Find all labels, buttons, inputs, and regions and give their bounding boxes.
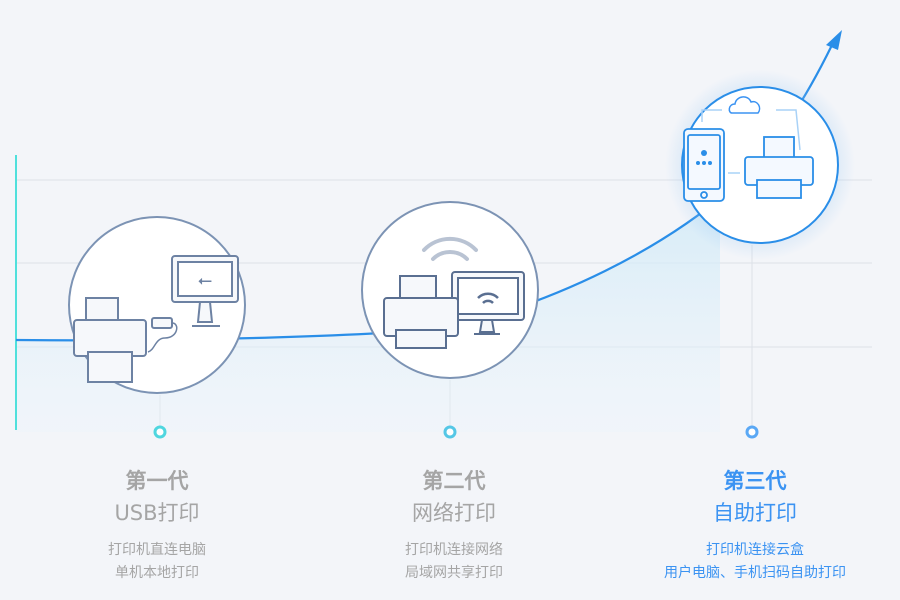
generation-desc: 单机本地打印 bbox=[115, 565, 199, 581]
generation-name: 网络打印 bbox=[412, 501, 496, 525]
generation-3: 第三代 自助打印 打印机连接云盒用户电脑、手机扫码自助打印 bbox=[605, 465, 900, 585]
usb-printer-icon: ⭠ bbox=[68, 216, 246, 394]
network-printer-icon bbox=[361, 201, 539, 379]
generation-2: 第二代 网络打印 打印机连接网络局域网共享打印 bbox=[304, 465, 604, 585]
generation-title: 第一代 bbox=[125, 469, 189, 493]
axis-markers bbox=[153, 425, 759, 439]
generation-desc: 局域网共享打印 bbox=[405, 565, 503, 581]
generation-title: 第三代 bbox=[723, 469, 787, 493]
generation-title: 第二代 bbox=[422, 469, 486, 493]
arrow-head-icon bbox=[826, 30, 842, 50]
generation-1: 第一代 USB打印 打印机直连电脑单机本地打印 bbox=[7, 465, 307, 585]
cloud-printer-icon bbox=[665, 70, 855, 260]
generation-desc: 打印机直连电脑 bbox=[108, 542, 206, 558]
generation-desc: 打印机连接网络 bbox=[405, 542, 503, 558]
generation-desc: 用户电脑、手机扫码自助打印 bbox=[664, 565, 846, 581]
generation-desc: 打印机连接云盒 bbox=[706, 542, 804, 558]
generation-name: 自助打印 bbox=[713, 501, 797, 525]
generation-name: USB打印 bbox=[114, 501, 200, 525]
svg-text:⭠: ⭠ bbox=[198, 270, 212, 291]
